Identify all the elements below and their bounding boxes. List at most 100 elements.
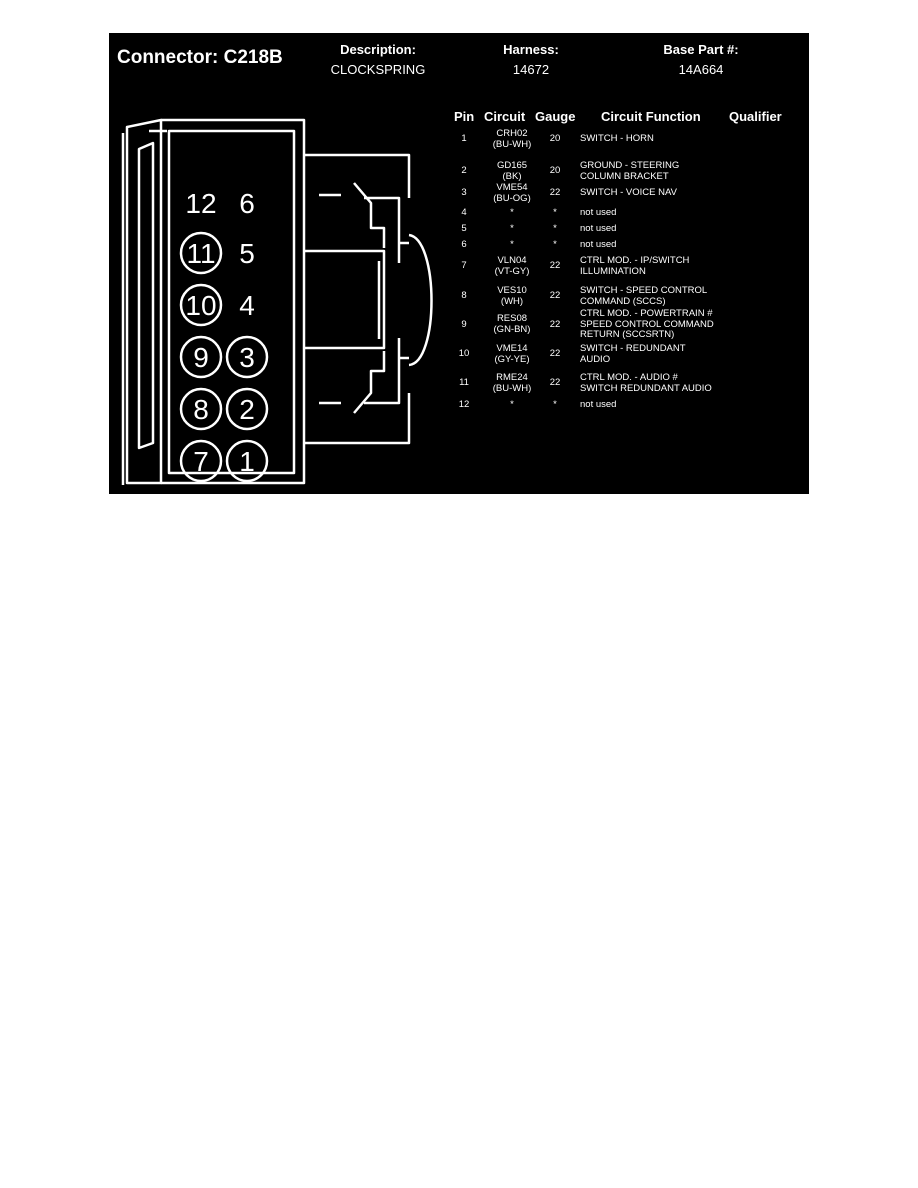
circuit-cell: *	[484, 207, 540, 219]
base-part-label: Base Part #:	[663, 42, 739, 57]
circuit-cell: VES10(WH)	[484, 285, 540, 307]
pin-number-cell: 4	[461, 207, 467, 218]
pin-label-1: 1	[239, 446, 255, 477]
pin-label-8: 8	[193, 394, 209, 425]
pin-circle-8	[179, 387, 223, 431]
gauge-cell: 20	[549, 165, 561, 177]
function-line: AUDIO	[580, 353, 611, 365]
pin-number-cell: 6	[461, 239, 467, 250]
pin-number-cell: 10	[458, 348, 470, 360]
function-line: CTRL MOD. - IP/SWITCH	[580, 255, 690, 266]
circuit-line: VME14	[496, 343, 528, 354]
pin-label-9: 9	[193, 342, 209, 373]
circuit-line: *	[510, 223, 514, 234]
pin-number-cell: 9	[461, 318, 467, 330]
circuit-cell: *	[484, 223, 540, 235]
pin-circle-2	[225, 387, 269, 431]
function-line: GROUND - STEERING	[580, 160, 680, 171]
circuit-function-cell: CTRL MOD. - POWERTRAIN #SPEED CONTROL CO…	[580, 308, 800, 341]
function-line: SWITCH - HORN	[580, 133, 654, 145]
circuit-cell: VME14(GY-YE)	[484, 343, 540, 365]
gauge-cell: *	[553, 239, 557, 250]
circuit-line: RME24	[496, 372, 528, 383]
connector-face-diagram: 12 6 11 5 10 4 9 3 8 2 7 1	[121, 118, 433, 485]
pin-circle-3	[225, 335, 269, 379]
circuit-function-cell: not used	[580, 239, 800, 251]
gauge-cell: *	[553, 223, 557, 234]
connector-title: Connector: C218B	[117, 47, 283, 68]
pin-label-10: 10	[185, 290, 216, 321]
circuit-function-cell: SWITCH - VOICE NAV	[580, 188, 800, 199]
circuit-cell: RME24(BU-WH)	[484, 372, 540, 394]
circuit-function-cell: not used	[580, 399, 800, 411]
circuit-cell: VME54(BU-OG)	[484, 182, 540, 204]
column-header-circuit-function: Circuit Function	[601, 109, 701, 124]
circuit-line: CRH02	[496, 128, 528, 139]
function-line: COLUMN BRACKET	[580, 170, 669, 182]
gauge-cell: *	[553, 207, 557, 218]
circuit-line: VME54	[496, 182, 528, 193]
gauge-cell: *	[553, 399, 557, 410]
function-line: not used	[580, 239, 617, 250]
description-value: CLOCKSPRING	[330, 62, 426, 77]
circuit-line: (WH)	[500, 295, 524, 307]
circuit-line: VLN04	[497, 255, 527, 266]
harness-value: 14672	[512, 62, 550, 77]
pin-circle-7	[179, 439, 223, 483]
circuit-line: *	[510, 399, 514, 410]
connector-housing-outline	[121, 118, 433, 485]
function-line: CTRL MOD. - AUDIO #	[580, 372, 678, 383]
function-line: ILLUMINATION	[580, 265, 646, 277]
circuit-cell: GD165(BK)	[484, 160, 540, 182]
column-header-gauge: Gauge	[535, 109, 576, 124]
function-line: SWITCH - SPEED CONTROL	[580, 285, 708, 296]
base-part-value: 14A664	[678, 62, 724, 77]
function-line: SPEED CONTROL COMMAND	[580, 318, 714, 330]
pin-label-3: 3	[239, 342, 255, 373]
function-line: RETURN (SCCSRTN)	[580, 329, 675, 340]
circuit-line: (GN-BN)	[493, 323, 531, 335]
column-header-pin: Pin	[454, 109, 475, 124]
pin-number-cell: 5	[461, 223, 467, 234]
pin-number-cell: 11	[459, 377, 469, 389]
pin-number-cell: 7	[461, 260, 467, 272]
pin-label-7: 7	[193, 446, 209, 477]
pin-label-6: 6	[239, 188, 255, 219]
circuit-cell: VLN04(VT-GY)	[484, 255, 540, 277]
circuit-line: (BU-OG)	[493, 192, 531, 204]
circuit-line: (VT-GY)	[494, 265, 530, 277]
circuit-function-cell: not used	[580, 223, 800, 235]
pin-number-cell: 1	[461, 133, 467, 145]
column-header-circuit: Circuit	[484, 109, 526, 124]
function-line: SWITCH - VOICE NAV	[580, 187, 677, 199]
gauge-cell: 22	[549, 260, 561, 272]
function-line: SWITCH - REDUNDANT	[580, 343, 686, 354]
pin-circle-11	[179, 231, 223, 275]
circuit-function-cell: SWITCH - HORN	[580, 134, 800, 145]
circuit-cell: RES08(GN-BN)	[484, 314, 540, 335]
circuit-function-cell: not used	[580, 207, 800, 219]
pin-circle-10	[179, 283, 223, 327]
function-line: not used	[580, 207, 617, 218]
circuit-line: *	[510, 239, 514, 250]
pin-number-cell: 12	[458, 399, 470, 410]
pin-label-11: 11	[186, 238, 215, 269]
gauge-cell: 22	[549, 290, 561, 302]
pin-circle-1	[225, 439, 269, 483]
circuit-line: (BU-WH)	[492, 382, 532, 394]
pin-number-cell: 8	[461, 290, 467, 302]
circuit-line: *	[510, 207, 514, 218]
function-line: CTRL MOD. - POWERTRAIN #	[580, 308, 713, 319]
pin-circle-9	[179, 335, 223, 379]
pin-number-cell: 3	[461, 187, 467, 199]
circuit-line: (BK)	[502, 170, 522, 182]
gauge-cell: 22	[549, 187, 561, 199]
gauge-cell: 22	[549, 377, 561, 389]
function-line: SWITCH REDUNDANT AUDIO	[580, 382, 712, 394]
column-header-qualifier: Qualifier	[729, 109, 782, 124]
circuit-cell: CRH02(BU-WH)	[484, 128, 540, 150]
function-line: not used	[580, 399, 617, 410]
